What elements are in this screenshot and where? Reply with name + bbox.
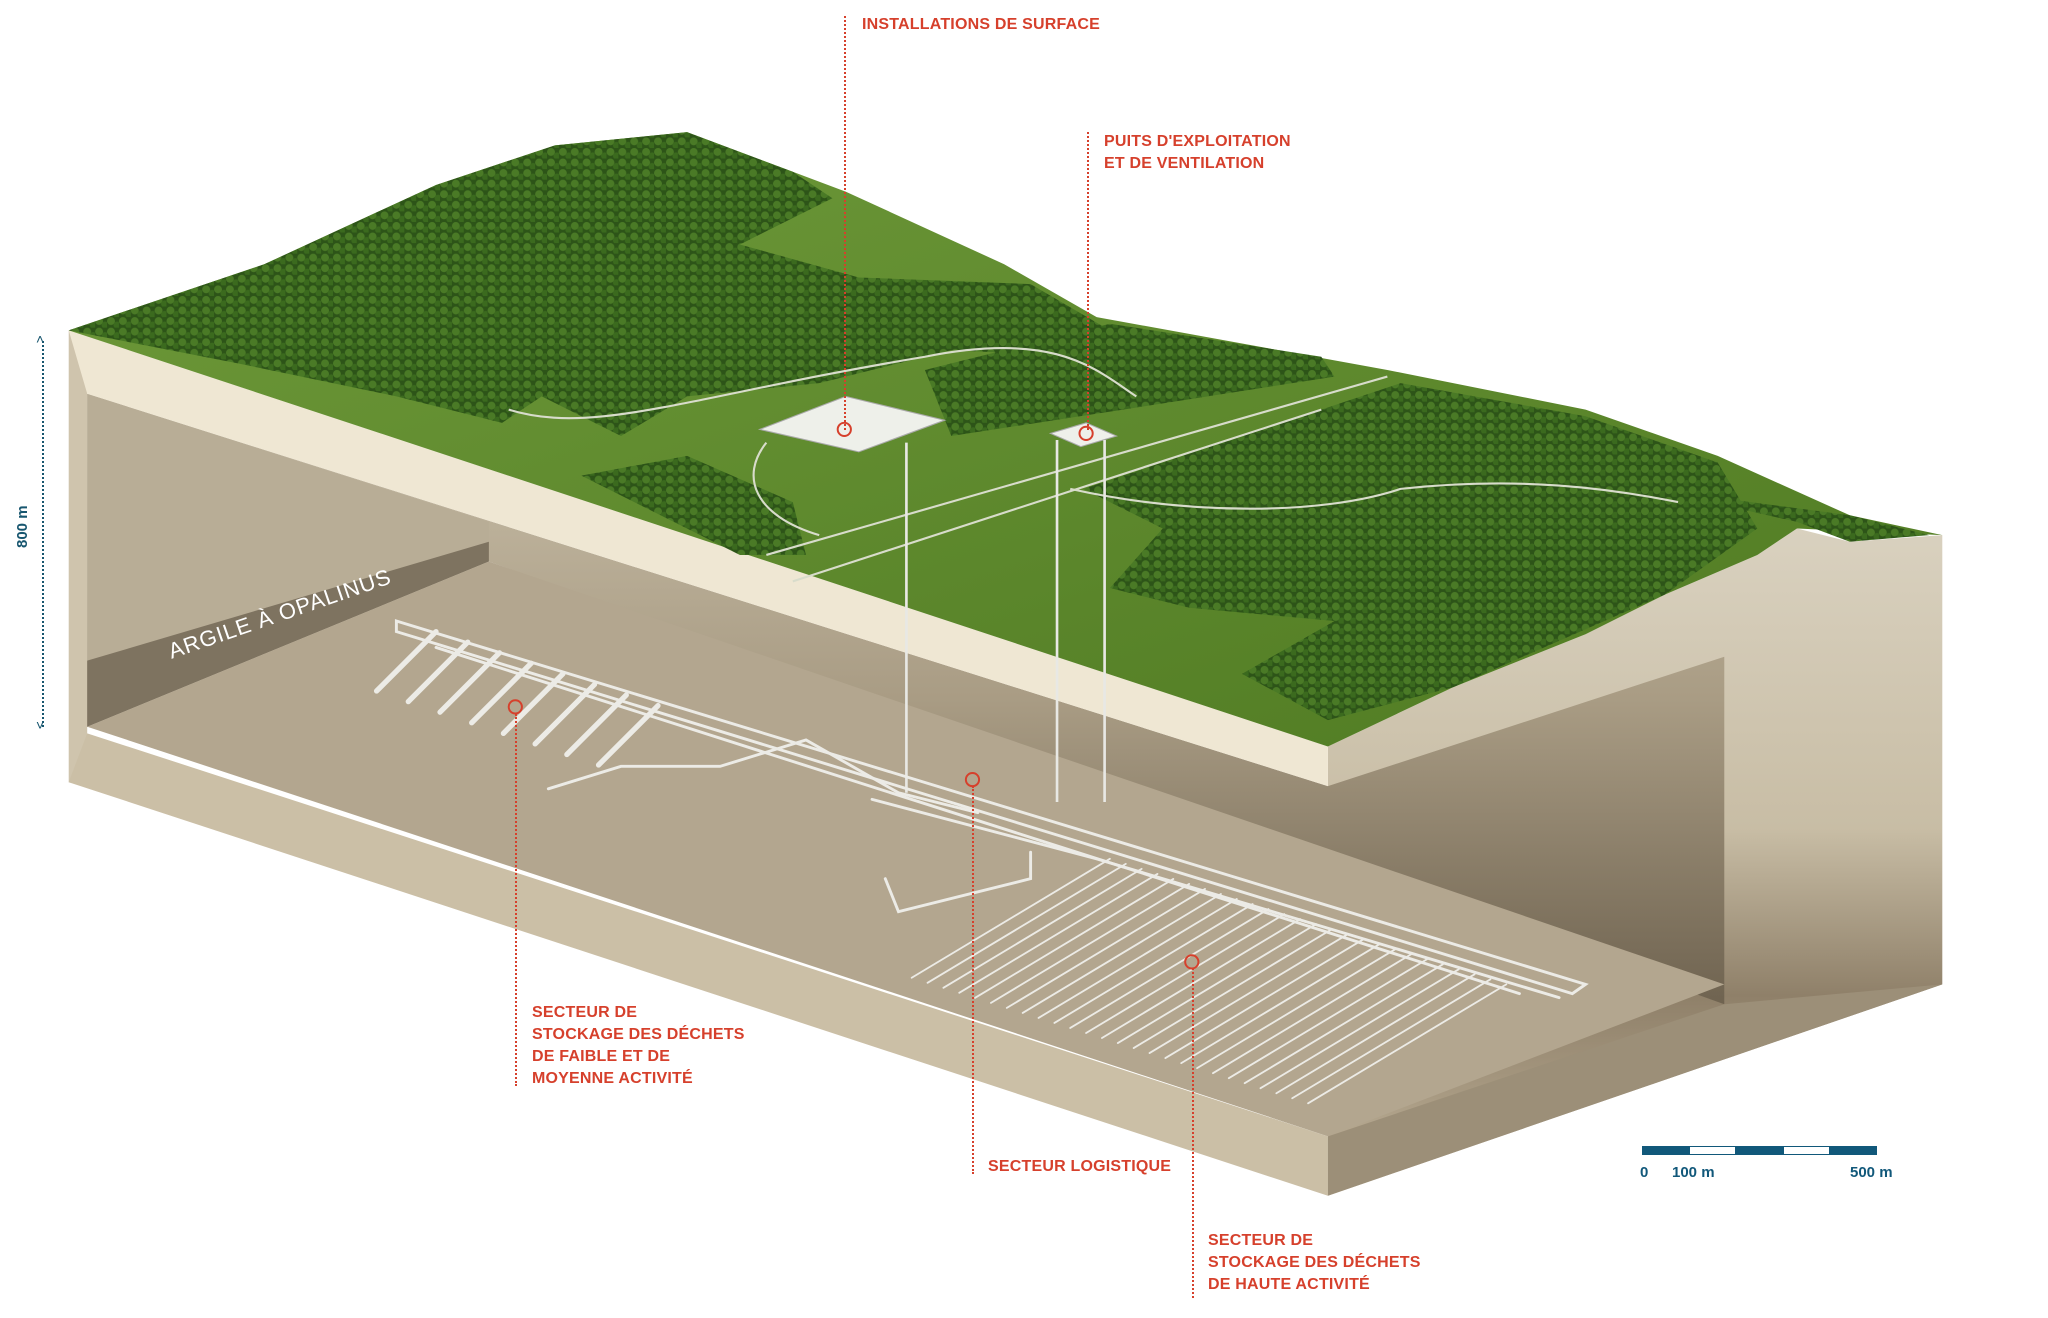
hlw-emplacement-tunnel xyxy=(910,857,1111,979)
shaft-headframe xyxy=(1048,422,1119,448)
scale-segment xyxy=(1736,1146,1783,1155)
arrow-down-icon: ˅ xyxy=(36,717,45,733)
label-text: PUITS D'EXPLOITATION xyxy=(1104,133,1291,150)
llw-cavern xyxy=(595,702,661,768)
hlw-emplacement-tunnel xyxy=(1180,943,1381,1065)
scale-segment xyxy=(1642,1146,1689,1155)
slab-edge xyxy=(68,330,1328,787)
surface-facility xyxy=(757,395,947,453)
hlw-emplacement-tunnel xyxy=(974,878,1175,999)
arrow-up-icon: ˄ xyxy=(36,331,45,347)
hlw-emplacement-tunnel xyxy=(1085,913,1286,1034)
leader-llw xyxy=(515,714,517,1086)
hlw-emplacement-tunnel xyxy=(1148,933,1349,1055)
marker-shafts xyxy=(1078,425,1094,441)
label-shafts: PUITS D'EXPLOITATION ET DE VENTILATION xyxy=(1104,131,1291,175)
marker-llw xyxy=(507,699,523,715)
depth-indicator xyxy=(42,341,44,727)
llw-cavern xyxy=(405,639,471,705)
scale-label-0: 0 xyxy=(1640,1164,1649,1181)
label-text: SECTEUR LOGISTIQUE xyxy=(988,1158,1172,1175)
scale-segment xyxy=(1783,1146,1830,1155)
hlw-emplacement-tunnel xyxy=(1227,958,1428,1080)
llw-cavern xyxy=(469,660,534,726)
label-text: SECTEUR DE xyxy=(1208,1232,1314,1249)
label-text: SECTEUR DE xyxy=(532,1004,638,1021)
scale-label-500: 500 m xyxy=(1850,1164,1893,1181)
hlw-emplacement-tunnel xyxy=(1212,953,1413,1075)
hlw-emplacement-tunnel xyxy=(1307,983,1508,1105)
leader-shafts xyxy=(1087,132,1089,430)
scale-label-100: 100 m xyxy=(1672,1164,1715,1181)
hlw-emplacement-tunnel xyxy=(1243,963,1444,1085)
hlw-emplacement-tunnel xyxy=(1021,893,1222,1014)
label-text: DE HAUTE ACTIVITÉ xyxy=(1208,1276,1370,1293)
marker-hlw xyxy=(1184,954,1200,970)
label-text: ET DE VENTILATION xyxy=(1104,155,1265,172)
cavity-floor xyxy=(87,561,1725,1137)
scale-segment xyxy=(1689,1146,1736,1155)
llw-cavern xyxy=(437,650,503,715)
base-right xyxy=(1327,984,1943,1196)
depth-label: 800 m xyxy=(14,505,31,548)
base-front xyxy=(68,733,1328,1196)
forest xyxy=(924,323,1335,437)
hlw-emplacement-tunnel xyxy=(942,867,1143,989)
label-text: INSTALLATIONS DE SURFACE xyxy=(862,16,1100,33)
hlw-emplacement-tunnel xyxy=(1069,908,1270,1029)
label-surface-installations: INSTALLATIONS DE SURFACE xyxy=(862,14,1100,36)
llw-cavern xyxy=(532,681,598,747)
scale-segment xyxy=(1830,1146,1877,1155)
leader-hlw xyxy=(1192,968,1194,1298)
hlw-emplacement-tunnel xyxy=(1259,968,1460,1090)
llw-cavern xyxy=(564,692,629,758)
label-llw-sector: SECTEUR DE STOCKAGE DES DÉCHETS DE FAIBL… xyxy=(532,1002,745,1090)
hlw-emplacement-tunnel xyxy=(990,883,1191,1004)
hlw-emplacement-tunnel xyxy=(958,872,1159,994)
forest xyxy=(1083,383,1758,721)
label-hlw-sector: SECTEUR DE STOCKAGE DES DÉCHETS DE HAUTE… xyxy=(1208,1230,1421,1296)
hlw-emplacement-tunnel xyxy=(1037,898,1238,1019)
tunnel-network xyxy=(373,619,1589,1105)
hlw-emplacement-tunnel xyxy=(1101,918,1302,1039)
forest xyxy=(581,455,806,555)
hlw-emplacement-tunnel xyxy=(1116,923,1317,1044)
forest xyxy=(1651,488,1930,542)
scale-bar: 0 100 m 500 m xyxy=(1640,1140,1893,1181)
llw-cavern xyxy=(500,671,566,736)
hlw-emplacement-tunnel xyxy=(926,862,1127,984)
hlw-emplacement-tunnel xyxy=(1132,928,1333,1049)
label-text: STOCKAGE DES DÉCHETS xyxy=(532,1026,745,1043)
label-text: MOYENNE ACTIVITÉ xyxy=(532,1070,693,1087)
opalinus-band xyxy=(87,541,489,727)
left-face xyxy=(68,330,88,787)
shafts xyxy=(905,439,1106,803)
hlw-emplacement-tunnel xyxy=(1053,903,1254,1024)
label-logistics-sector: SECTEUR LOGISTIQUE xyxy=(988,1156,1171,1178)
hlw-emplacement-tunnel xyxy=(1005,888,1206,1009)
llw-cavern xyxy=(373,628,439,694)
hlw-emplacement-tunnel xyxy=(1291,978,1492,1100)
hlw-emplacement-tunnel xyxy=(1196,948,1397,1070)
leader-surface xyxy=(844,16,846,430)
hlw-emplacement-tunnel xyxy=(1164,938,1365,1060)
leader-logistics xyxy=(972,786,974,1174)
label-text: STOCKAGE DES DÉCHETS xyxy=(1208,1254,1421,1271)
label-text: DE FAIBLE ET DE xyxy=(532,1048,671,1065)
forest xyxy=(68,132,1110,437)
hlw-emplacement-tunnel xyxy=(1275,973,1476,1095)
